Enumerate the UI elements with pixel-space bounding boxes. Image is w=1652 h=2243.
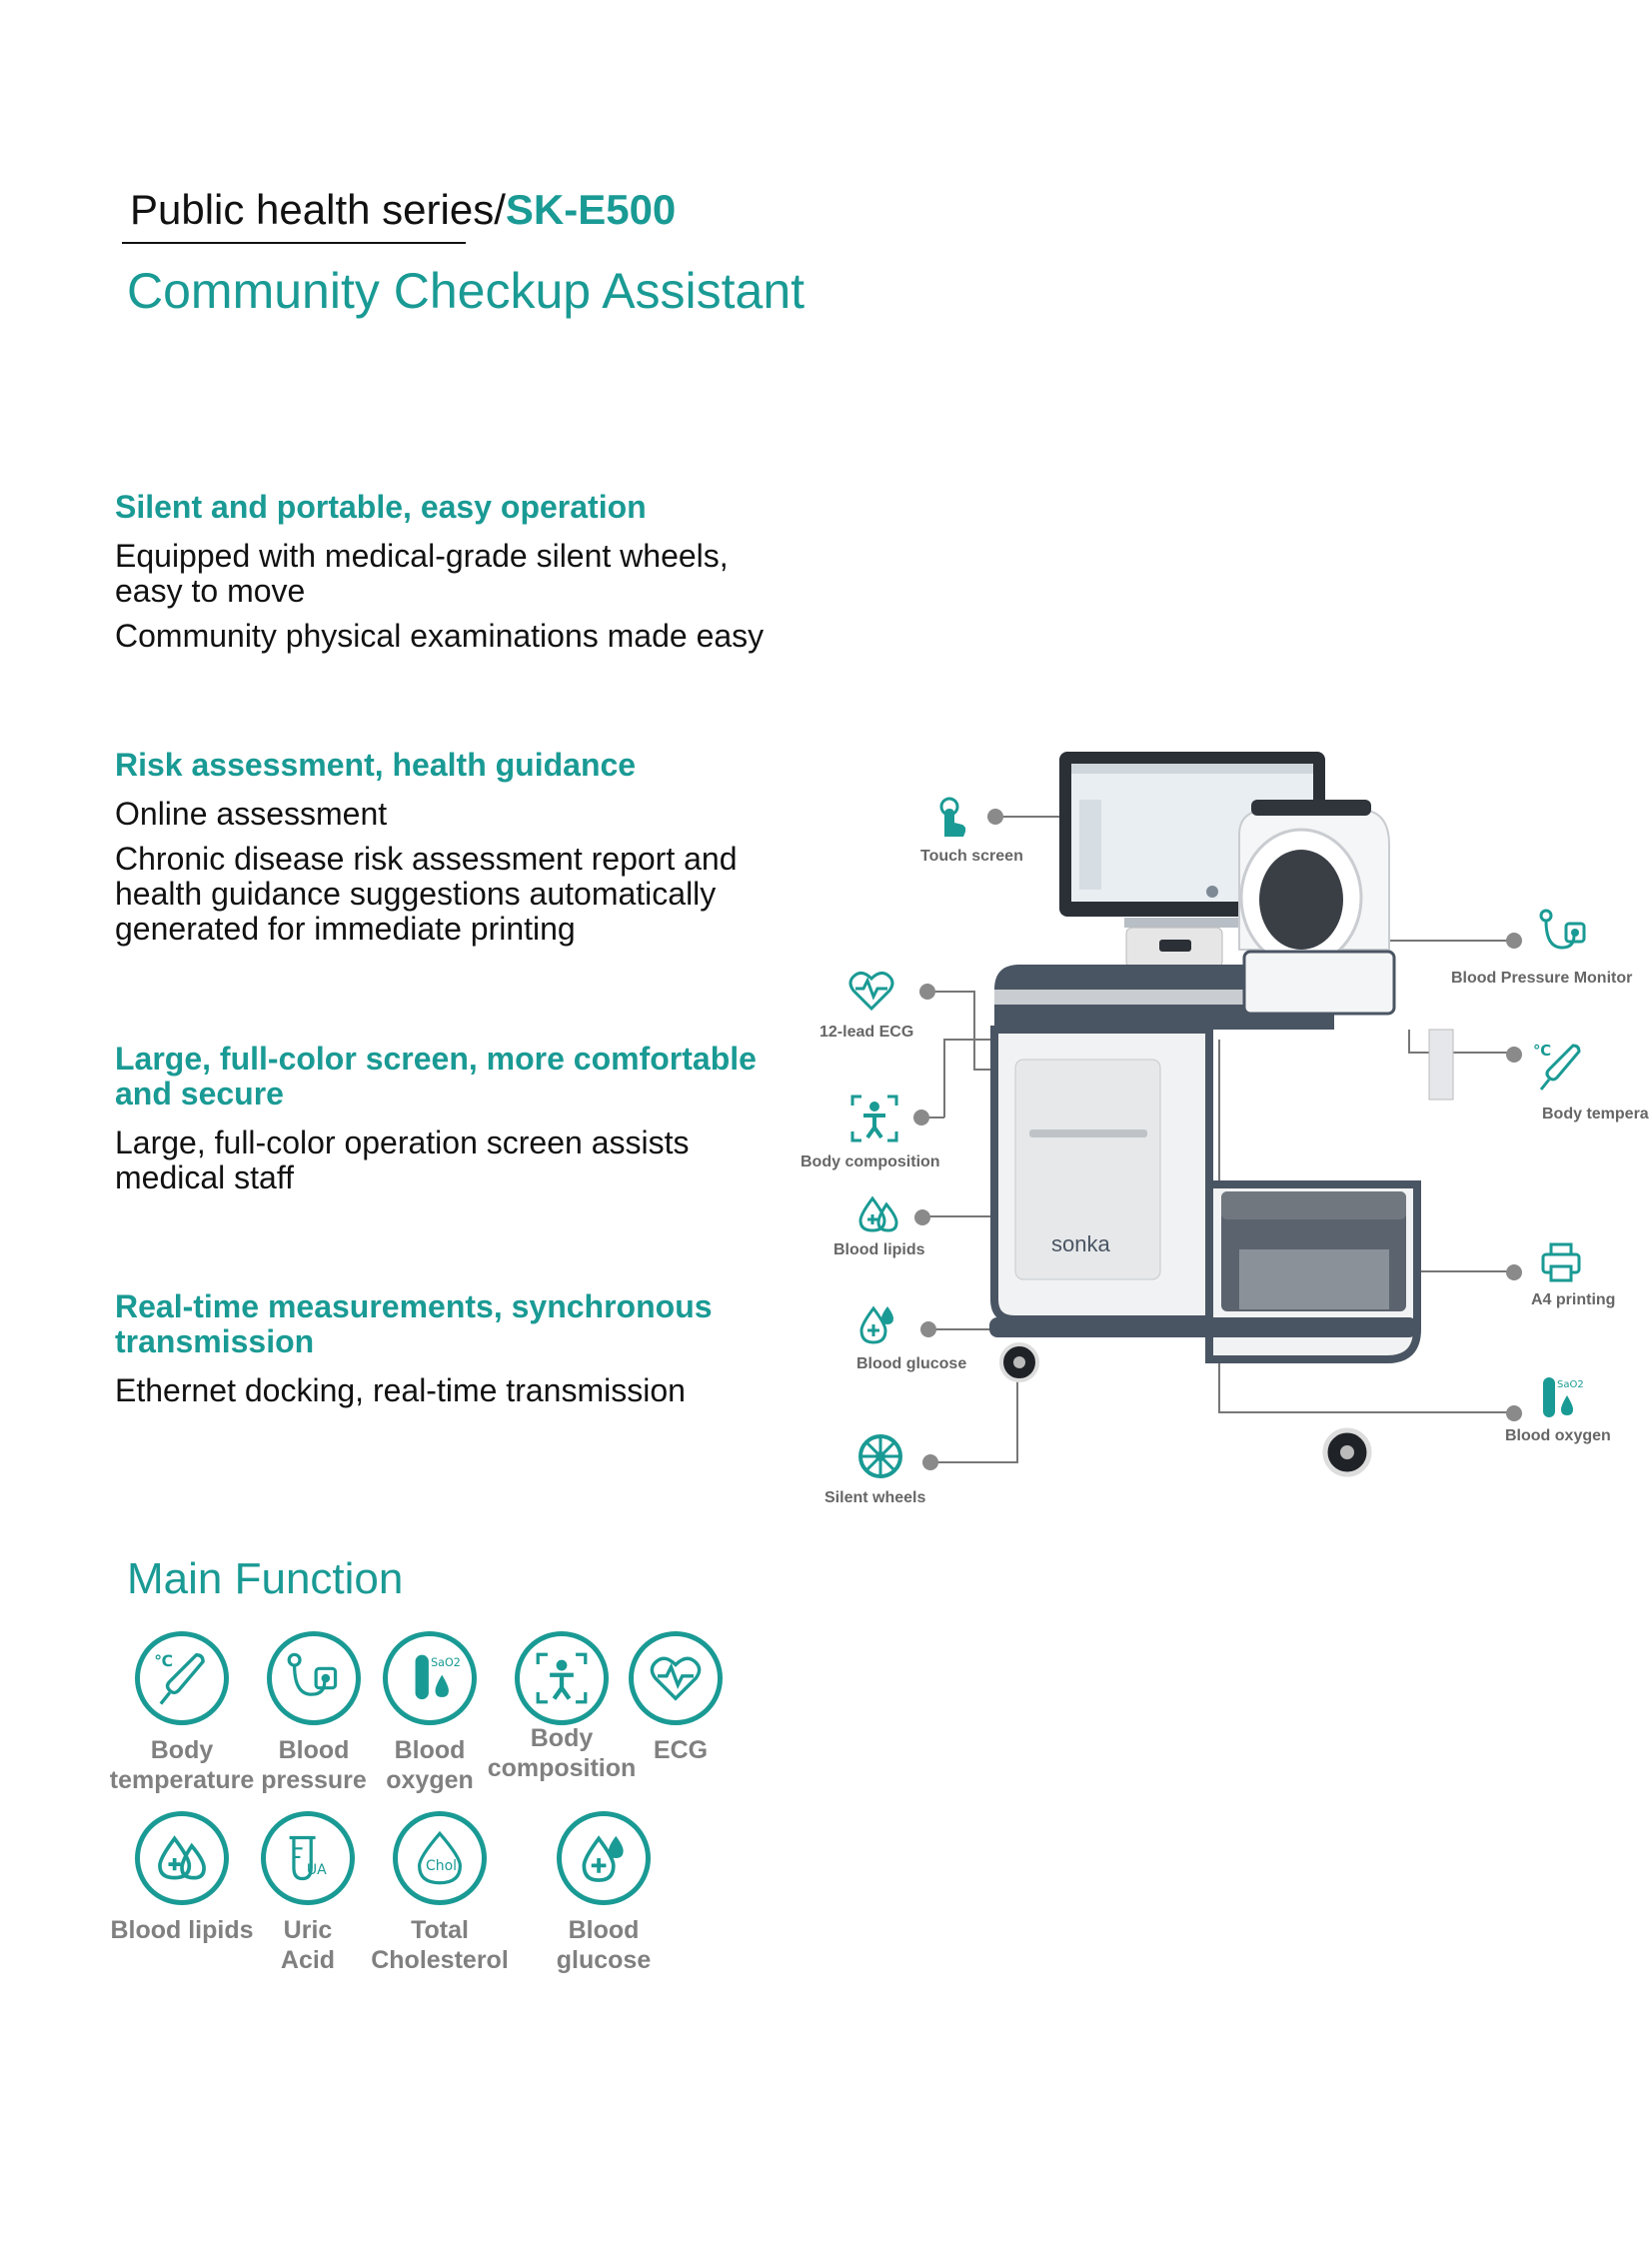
callout-label: Blood lipids bbox=[833, 1241, 925, 1258]
callout-dot bbox=[920, 1321, 936, 1337]
svg-text:SaO2: SaO2 bbox=[1557, 1379, 1583, 1390]
body-composition-icon bbox=[515, 1631, 609, 1725]
ecg-icon bbox=[844, 964, 898, 1018]
model-name: SK-E500 bbox=[505, 186, 677, 233]
feature-title: Silent and portable, easy operation bbox=[115, 489, 647, 525]
callout-label: Body tempera bbox=[1542, 1106, 1649, 1122]
function-item: UA Uric Acid bbox=[228, 1811, 388, 1975]
page-subtitle: Community Checkup Assistant bbox=[127, 263, 806, 319]
title-underline bbox=[122, 242, 466, 244]
feature-title: Real-time measurements, synchronous tran… bbox=[115, 1288, 713, 1359]
callout-dot bbox=[1506, 1405, 1522, 1421]
callout-dot bbox=[919, 984, 935, 1000]
callout-label: A4 printing bbox=[1531, 1291, 1616, 1308]
blood-lipids-icon bbox=[851, 1187, 905, 1241]
feature-title: Large, full-color screen, more comfortab… bbox=[115, 1041, 757, 1112]
svg-text:℃: ℃ bbox=[154, 1652, 173, 1670]
feature-block: Silent and portable, easy operation Equi… bbox=[115, 490, 815, 664]
blood-glucose-icon bbox=[850, 1297, 904, 1351]
callout-label: Silent wheels bbox=[825, 1489, 926, 1506]
function-item: Chol Total Cholesterol bbox=[360, 1811, 520, 1975]
callout-label: Blood glucose bbox=[856, 1355, 967, 1372]
touch-screen-icon bbox=[923, 792, 977, 846]
feature-title: Risk assessment, health guidance bbox=[115, 747, 637, 783]
function-label: Blood pressure bbox=[261, 1736, 367, 1794]
feature-line: Equipped with medical-grade silent wheel… bbox=[115, 538, 729, 609]
printer-icon bbox=[1534, 1235, 1588, 1289]
feature-block: Real-time measurements, synchronous tran… bbox=[115, 1289, 815, 1418]
device-drawing: sonka bbox=[922, 752, 1517, 1477]
callout-dot bbox=[913, 1110, 929, 1125]
function-label: Body composition bbox=[487, 1724, 637, 1782]
blood-pressure-icon bbox=[1537, 906, 1591, 960]
feature-block: Large, full-color screen, more comfortab… bbox=[115, 1042, 815, 1205]
callout-label: Body composition bbox=[801, 1153, 940, 1170]
brand-logo: sonka bbox=[1051, 1231, 1110, 1256]
svg-text:SaO2: SaO2 bbox=[431, 1656, 460, 1669]
blood-oxygen-icon: SaO2 bbox=[1529, 1371, 1583, 1425]
svg-text:Chol: Chol bbox=[426, 1858, 457, 1874]
function-label: Blood glucose bbox=[556, 1916, 652, 1974]
callout-dot bbox=[1506, 1264, 1522, 1280]
callout-dot bbox=[987, 809, 1003, 825]
series-prefix: Public health series/ bbox=[130, 186, 506, 233]
feature-line: Ethernet docking, real-time transmission bbox=[115, 1372, 686, 1408]
feature-line: Large, full-color operation screen assis… bbox=[115, 1124, 690, 1195]
feature-block: Risk assessment, health guidance Online … bbox=[115, 748, 815, 957]
function-label: Blood oxygen bbox=[386, 1736, 474, 1794]
function-item: Body composition bbox=[482, 1631, 642, 1783]
svg-text:UA: UA bbox=[307, 1862, 327, 1878]
uric-acid-icon: UA bbox=[261, 1811, 355, 1905]
feature-line: Chronic disease risk assessment report a… bbox=[115, 841, 738, 947]
function-label: Total Cholesterol bbox=[371, 1916, 509, 1974]
callout-dot bbox=[922, 1454, 938, 1470]
function-item: Blood pressure bbox=[234, 1631, 394, 1795]
callout-dot bbox=[914, 1209, 930, 1225]
body-composition-icon bbox=[847, 1092, 901, 1145]
function-label: ECG bbox=[653, 1736, 709, 1764]
callout-label: Blood oxygen bbox=[1505, 1427, 1611, 1444]
callout-label: 12-lead ECG bbox=[820, 1024, 914, 1041]
function-label: Body temperature bbox=[109, 1736, 255, 1794]
ecg-icon bbox=[629, 1631, 723, 1725]
callout-label: Blood Pressure Monitor bbox=[1451, 970, 1633, 987]
feature-line: Online assessment bbox=[115, 796, 388, 832]
callout-dot bbox=[1506, 933, 1522, 949]
main-function-title: Main Function bbox=[127, 1554, 404, 1603]
function-item: ℃ Body temperature bbox=[102, 1631, 262, 1795]
callout-dot bbox=[1506, 1047, 1522, 1063]
wheel-icon bbox=[853, 1429, 907, 1483]
function-item: SaO2 Blood oxygen bbox=[350, 1631, 510, 1795]
blood-oxygen-icon: SaO2 bbox=[383, 1631, 477, 1725]
function-label: Blood lipids bbox=[110, 1916, 254, 1944]
function-item: Blood lipids bbox=[102, 1811, 262, 1945]
cholesterol-icon: Chol bbox=[393, 1811, 487, 1905]
thermometer-icon: ℃ bbox=[135, 1631, 229, 1725]
feature-line: Community physical examinations made eas… bbox=[115, 618, 765, 654]
function-label: Uric Acid bbox=[280, 1916, 336, 1974]
callout-label: Touch screen bbox=[920, 848, 1023, 865]
blood-pressure-icon bbox=[267, 1631, 361, 1725]
function-item: Blood glucose bbox=[524, 1811, 684, 1975]
blood-lipids-icon bbox=[135, 1811, 229, 1905]
device-illustration: sonka bbox=[790, 740, 1652, 1519]
svg-text:℃: ℃ bbox=[1533, 1042, 1551, 1060]
function-item: ECG bbox=[596, 1631, 756, 1765]
thermometer-icon: ℃ bbox=[1533, 1040, 1587, 1094]
series-title: Public health series/SK-E500 bbox=[130, 186, 676, 234]
blood-glucose-icon bbox=[557, 1811, 651, 1905]
